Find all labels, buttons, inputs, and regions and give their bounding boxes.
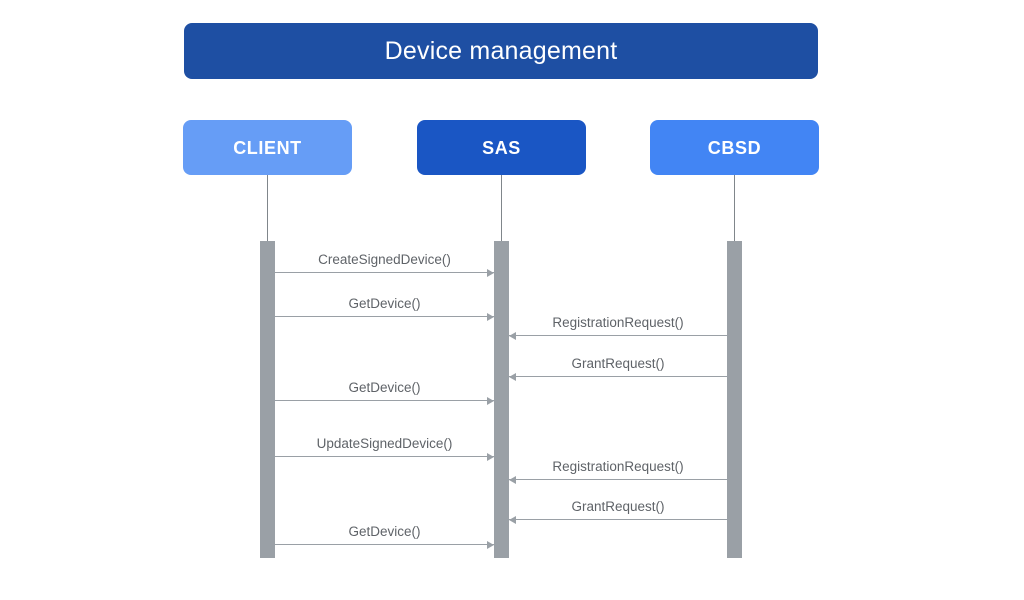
- message-9-get-device[interactable]: GetDevice(): [275, 524, 494, 549]
- message-label: GetDevice(): [348, 379, 421, 395]
- participant-label-sas: SAS: [482, 137, 521, 158]
- participant-box-client[interactable]: CLIENT: [183, 120, 352, 175]
- activation-bar-cbsd: [727, 241, 742, 558]
- participant-box-sas[interactable]: SAS: [417, 120, 586, 175]
- lifeline-client: [267, 175, 268, 241]
- message-label: GetDevice(): [348, 295, 421, 311]
- diagram-title: Device management: [384, 36, 618, 65]
- message-label: GetDevice(): [348, 523, 421, 539]
- message-label: RegistrationRequest(): [552, 458, 684, 474]
- activation-bar-sas: [494, 241, 509, 558]
- arrow-left-icon: [509, 331, 516, 340]
- message-3-registration-request[interactable]: RegistrationRequest(): [509, 315, 727, 340]
- message-4-grant-request[interactable]: GrantRequest(): [509, 356, 727, 381]
- lifeline-sas: [501, 175, 502, 241]
- arrow-right-icon: [487, 268, 494, 277]
- message-5-get-device[interactable]: GetDevice(): [275, 380, 494, 405]
- arrow-left-icon: [509, 515, 516, 524]
- activation-bar-client: [260, 241, 275, 558]
- arrow-right-icon: [487, 452, 494, 461]
- message-7-registration-request[interactable]: RegistrationRequest(): [509, 459, 727, 484]
- participant-label-client: CLIENT: [233, 137, 302, 158]
- message-label: GrantRequest(): [571, 355, 665, 371]
- arrow-right-icon: [487, 396, 494, 405]
- message-2-get-device[interactable]: GetDevice(): [275, 296, 494, 321]
- lifeline-cbsd: [734, 175, 735, 241]
- message-label: UpdateSignedDevice(): [316, 435, 453, 451]
- message-1-create-signed-device[interactable]: CreateSignedDevice(): [275, 252, 494, 277]
- participant-box-cbsd[interactable]: CBSD: [650, 120, 819, 175]
- message-8-grant-request[interactable]: GrantRequest(): [509, 499, 727, 524]
- diagram-title-bar: Device management: [184, 23, 818, 79]
- message-6-update-signed-device[interactable]: UpdateSignedDevice(): [275, 436, 494, 461]
- participant-label-cbsd: CBSD: [707, 137, 762, 158]
- arrow-right-icon: [487, 312, 494, 321]
- message-label: GrantRequest(): [571, 498, 665, 514]
- message-label: RegistrationRequest(): [552, 314, 684, 330]
- arrow-left-icon: [509, 475, 516, 484]
- arrow-left-icon: [509, 372, 516, 381]
- message-label: CreateSignedDevice(): [318, 251, 451, 267]
- arrow-right-icon: [487, 540, 494, 549]
